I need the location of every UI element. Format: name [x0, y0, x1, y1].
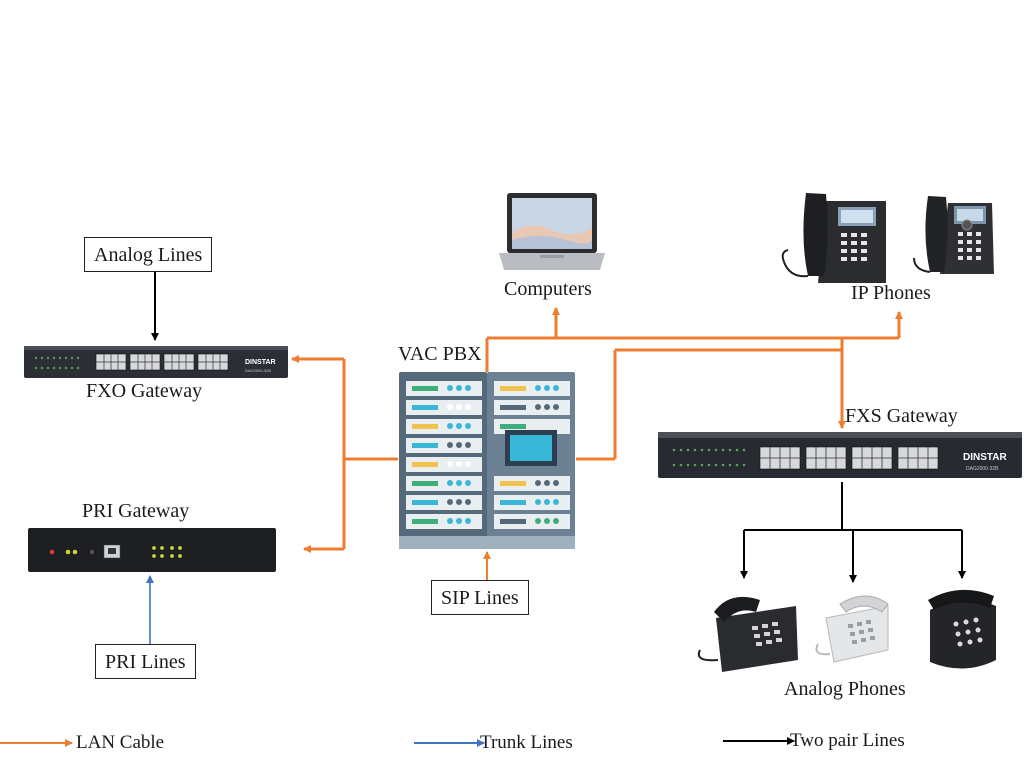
legend-two-pair-label: Two pair Lines — [790, 730, 905, 751]
fxo-gateway-device: DINSTAR DAG2000-32B — [24, 346, 288, 378]
legend-trunk-label: Trunk Lines — [480, 732, 573, 753]
pri-lines-box: PRI Lines — [95, 644, 196, 679]
analog-phone-icon-3 — [928, 589, 996, 669]
fxs-gateway-device: DINSTAR DAG2000-32B — [658, 432, 1022, 478]
analog-phone-icon-2 — [815, 595, 889, 663]
pri-gateway-device — [28, 528, 276, 572]
analog-phones-label: Analog Phones — [784, 678, 906, 700]
legend-lan-label: LAN Cable — [76, 732, 165, 753]
pri-gateway-label: PRI Gateway — [82, 500, 190, 522]
laptop-icon — [499, 193, 605, 270]
fxo-model-text: DAG2000-32B — [245, 368, 271, 373]
fxs-model-text: DAG2000-32B — [966, 466, 999, 472]
vac-pbx-label: VAC PBX — [398, 343, 482, 365]
lan-connector-pbx-left — [291, 355, 398, 553]
fxo-brand-text: DINSTAR — [245, 359, 276, 366]
sip-lines-box: SIP Lines — [431, 580, 529, 615]
computers-label: Computers — [504, 278, 592, 300]
two-pair-connector-fxs-phones — [740, 482, 966, 583]
ip-phone-icon-1 — [781, 193, 886, 283]
ip-phones-label: IP Phones — [851, 282, 931, 304]
lan-connector-pbx-computers — [485, 307, 842, 372]
vac-pbx-server-icon — [399, 372, 575, 549]
ip-phone-icon-2 — [913, 196, 994, 274]
fxo-gateway-label: FXO Gateway — [86, 380, 203, 402]
analog-phone-icon-1 — [697, 596, 798, 672]
fxs-brand-text: DINSTAR — [963, 452, 1007, 463]
analog-lines-box: Analog Lines — [84, 237, 213, 272]
fxs-gateway-label: FXS Gateway — [845, 405, 958, 427]
lan-connector-ip-phones-fxs — [576, 311, 903, 461]
